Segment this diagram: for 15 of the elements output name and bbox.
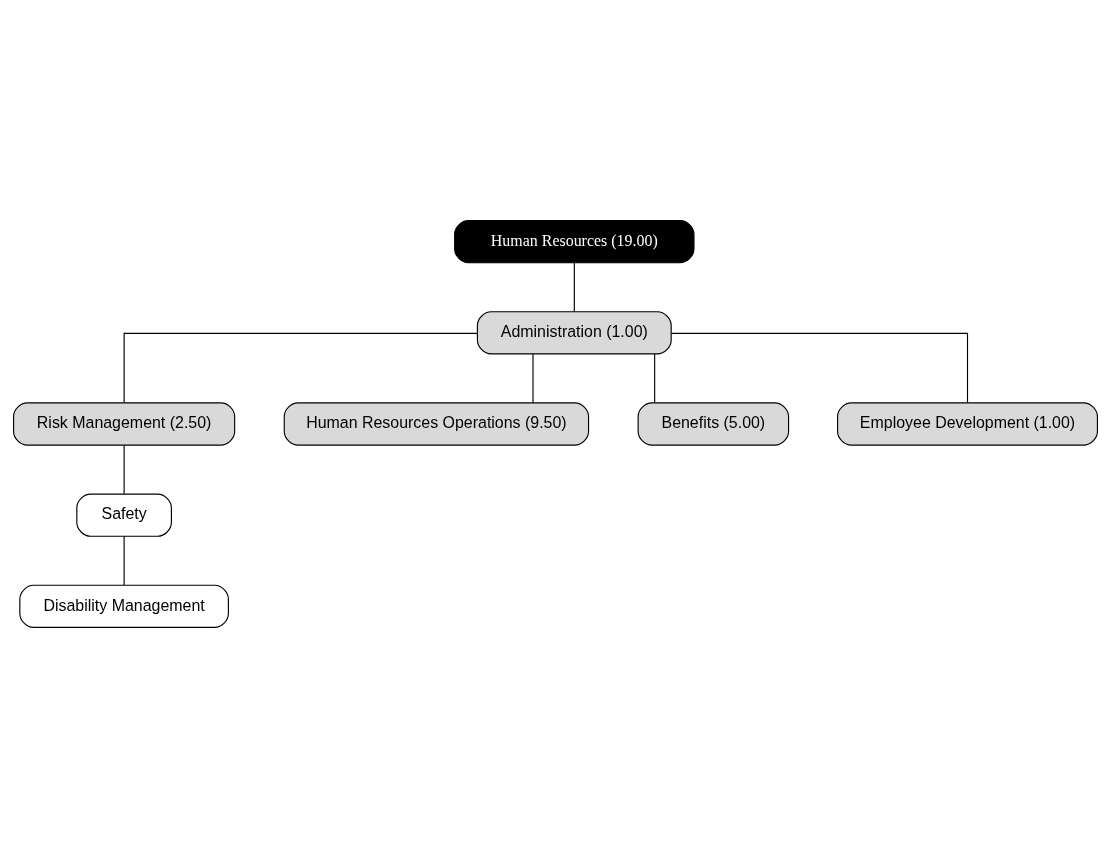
connector	[123, 332, 478, 404]
connector	[670, 332, 969, 404]
node-box: Employee Development (1.00)	[837, 402, 1098, 446]
node-box: Risk Management (2.50)	[13, 402, 236, 446]
node-box: Human Resources (19.00)	[454, 220, 695, 264]
node-box: Safety	[76, 493, 172, 537]
connector	[573, 262, 575, 313]
node-box: Administration (1.00)	[476, 311, 672, 355]
node-box: Human Resources Operations (9.50)	[283, 402, 590, 446]
connector	[654, 353, 656, 404]
node-box: Disability Management	[19, 584, 229, 628]
connector	[123, 535, 125, 586]
connector	[532, 353, 534, 404]
connector	[123, 444, 125, 495]
node-box: Benefits (5.00)	[637, 402, 790, 446]
